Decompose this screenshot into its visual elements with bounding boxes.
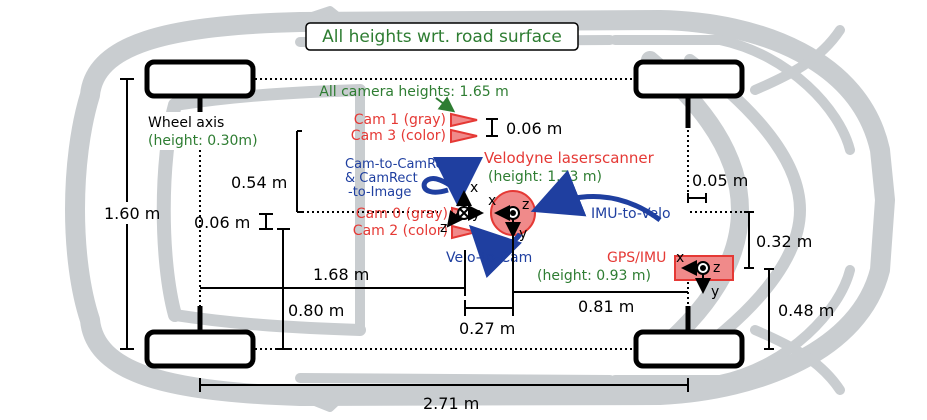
wheels (144, 59, 745, 369)
dim-car-width: 1.60 m (104, 204, 160, 223)
cam-axis-x: x (470, 180, 478, 196)
wheel-front-right (144, 329, 256, 369)
gps-axis-z: z (713, 260, 720, 276)
velodyne-label: Velodyne laserscanner (484, 149, 655, 167)
dim-gps-lateral: 0.48 m (778, 301, 834, 320)
dim-front-to-cam: 1.68 m (313, 265, 369, 284)
camera-frame-axes (446, 190, 484, 228)
dim-cam-vertical: 0.54 m (231, 173, 287, 192)
dim-cam-spacing: 0.06 m (506, 119, 562, 138)
imu-to-velo-label: IMU-to-Velo (591, 206, 671, 222)
dim-cam-to-velo: 0.27 m (459, 319, 515, 338)
camera-heights-label: All camera heights: 1.65 m (319, 84, 508, 100)
dim-wheelbase: 2.71 m (423, 394, 479, 413)
car-silhouette (65, 6, 895, 412)
title: All heights wrt. road surface (322, 27, 562, 47)
gps-label: GPS/IMU (607, 250, 666, 266)
wheel-axis-label: Wheel axis (148, 115, 224, 131)
velo-to-cam-arrow (468, 224, 523, 278)
cam3-label: Cam 3 (color) (351, 128, 446, 144)
dim-cam-lateral: 0.06 m (194, 213, 250, 232)
velodyne-height: (height: 1.73 m) (488, 169, 602, 185)
velo-axis-x: x (488, 193, 496, 209)
dim-velo-gps-y: 0.32 m (756, 232, 812, 251)
cam-axis-y: y (472, 206, 480, 222)
wheel-front-left (144, 59, 256, 99)
gps-axis-x: x (676, 250, 684, 266)
title-box (305, 22, 579, 51)
velo-axis-z: z (522, 197, 529, 213)
cam-to-camrect-line2: & CamRect (345, 171, 418, 186)
cam-to-camrect-line1: Cam-to-CamRect (345, 157, 456, 172)
wheel-rear-left (633, 59, 745, 99)
cam-axis-z: z (440, 220, 447, 236)
gps-height: (height: 0.93 m) (537, 268, 651, 284)
imu-to-velo-arrow (530, 169, 662, 223)
camera-icons-upper (450, 112, 478, 144)
dim-velo-to-rear: 0.81 m (578, 297, 634, 316)
dim-velo-gps-x: 0.05 m (692, 171, 748, 190)
dim-lateral-to-cam: 0.80 m (288, 301, 344, 320)
cam-to-camrect-arrow (421, 156, 483, 207)
cam1-label: Cam 1 (gray) (354, 112, 446, 128)
cam0-label: Cam 0 (gray) (356, 206, 448, 222)
cam2-label: Cam 2 (color) (353, 223, 448, 239)
velo-to-cam-label: Velo-to-Cam (446, 250, 532, 266)
velo-axis-y: y (519, 226, 527, 242)
cam-to-camrect-line3: -to-Image (348, 185, 411, 200)
wheel-rear-right (633, 329, 745, 369)
gps-axis-y: y (711, 284, 719, 300)
wheel-axis-height: (height: 0.30m) (148, 133, 258, 149)
gps-frame-axes (681, 260, 711, 294)
